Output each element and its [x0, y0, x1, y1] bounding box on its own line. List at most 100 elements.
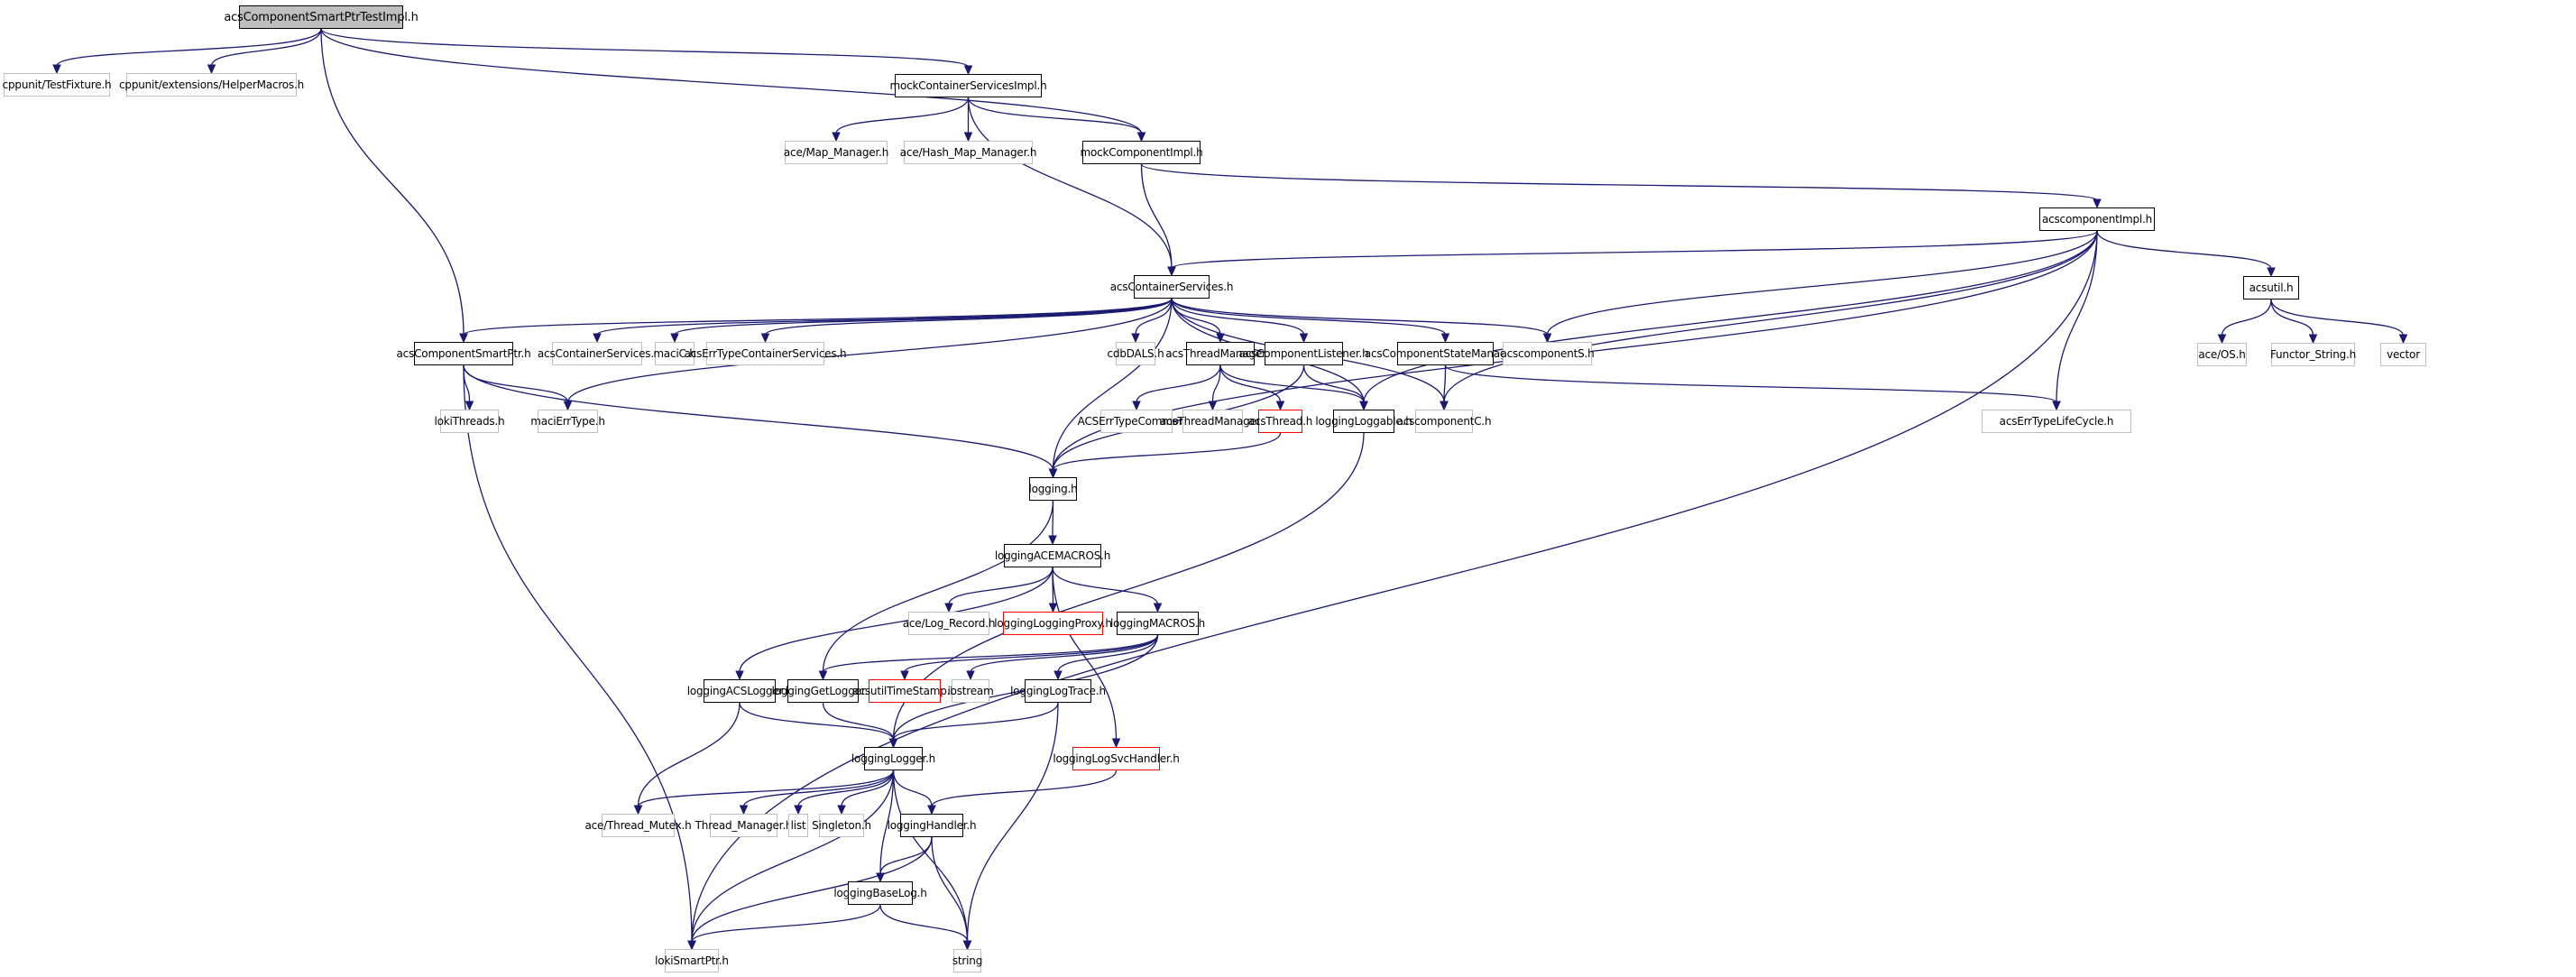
- node-logging-loggable[interactable]: loggingLoggable.h: [1315, 410, 1412, 433]
- node-label: iostream: [947, 685, 994, 697]
- node-acs-err-type-life-cycle[interactable]: acsErrTypeLifeCycle.h: [1982, 410, 2131, 433]
- edge-acsContainerServices-to-acscomponentS: [1171, 298, 1549, 336]
- edge-loggingACEMACROS-to-loggingMACROS: [1052, 567, 1159, 605]
- edge-acsComponentStateManager-to-acscomponentC: [1443, 364, 1447, 403]
- node-logging-log-svc-handler[interactable]: loggingLogSvcHandler.h: [1053, 747, 1180, 770]
- node-string[interactable]: string: [952, 949, 982, 972]
- edge-loggingBaseLog-to-lokiSmartPtr: [691, 904, 881, 943]
- node-logging-handler[interactable]: loggingHandler.h: [888, 814, 977, 837]
- arrowhead-icon: [459, 333, 468, 344]
- edge-loggingMACROS-to-acsutilTimeStamp: [904, 634, 1159, 673]
- node-label: acsThreadManager.h: [1165, 347, 1275, 360]
- edge-mockCSI-to-mockCompImpl: [967, 97, 1143, 134]
- edge-acsComponentStateManager-to-acsErrTypeLifeCycle: [1444, 364, 2057, 403]
- edge-acscomponentImpl-to-acscomponentC: [1443, 230, 2098, 403]
- node-acs-thread-manager-i[interactable]: acsThreadManager.i: [1160, 410, 1265, 433]
- node-acs-component-smart-ptr[interactable]: acsComponentSmartPtr.h: [397, 342, 531, 365]
- edge-loggingHandler-to-lokiSmartPtr: [691, 836, 933, 943]
- edge-loggingACEMACROS-to-loggingACSLogger: [739, 567, 1053, 673]
- node-acscomponent-impl[interactable]: acscomponentImpl.h: [2039, 207, 2155, 231]
- node-hash-map-manager[interactable]: ace/Hash_Map_Manager.h: [900, 141, 1036, 164]
- edge-loggingACSLogger-to-loggingLogger: [739, 702, 895, 741]
- arrowhead-icon: [1299, 333, 1309, 344]
- node-mock-comp-impl[interactable]: mockComponentImpl.h: [1080, 141, 1203, 164]
- arrowhead-icon: [1167, 266, 1176, 277]
- edge-loggingLogger-to-list: [797, 770, 895, 807]
- node-logging-acslogger[interactable]: loggingACSLogger.h: [687, 679, 792, 703]
- node-cdb-dals[interactable]: cdbDALS.h: [1108, 342, 1164, 365]
- arrowhead-icon: [1153, 603, 1163, 613]
- node-root[interactable]: acsComponentSmartPtrTestImpl.h: [224, 5, 419, 29]
- edge-acsutil-to-vector: [2270, 299, 2405, 336]
- node-label: loggingMACROS.h: [1109, 617, 1206, 630]
- node-acs-thread-manager[interactable]: acsThreadManager.h: [1165, 342, 1275, 365]
- node-logging-macros[interactable]: loggingMACROS.h: [1110, 612, 1205, 635]
- edge-loggingLogSvcHandler-to-loggingHandler: [931, 770, 1118, 807]
- node-label: acsComponentListener.h: [1238, 347, 1369, 360]
- node-label: ace/Log_Record.h: [902, 617, 996, 630]
- node-acsutil[interactable]: acsutil.h: [2243, 276, 2299, 300]
- edge-acsThreadManager-to-acsThread: [1219, 364, 1282, 403]
- node-acs-thread[interactable]: acsThread.h: [1248, 410, 1312, 433]
- node-loki-threads[interactable]: lokiThreads.h: [435, 410, 505, 433]
- edge-loggingHandler-to-string: [931, 836, 969, 943]
- arrowhead-icon: [1131, 333, 1140, 344]
- node-acscomponent-s[interactable]: acscomponentS.h: [1500, 342, 1595, 365]
- edge-mockCompImpl-to-acsContainerServices: [1140, 163, 1173, 269]
- node-iostream[interactable]: iostream: [947, 679, 994, 703]
- arrowhead-icon: [888, 738, 898, 749]
- node-list[interactable]: list: [788, 814, 808, 837]
- node-logging-logging-proxy[interactable]: loggingLoggingProxy.h: [994, 612, 1112, 635]
- node-logging-log-trace[interactable]: loggingLogTrace.h: [1010, 679, 1106, 703]
- node-logging-logger[interactable]: loggingLogger.h: [851, 747, 935, 770]
- arrowhead-icon: [1136, 132, 1146, 143]
- node-vector[interactable]: vector: [2380, 343, 2426, 366]
- node-acs-container-services[interactable]: acsContainerServices.h: [1110, 275, 1233, 299]
- arrowhead-icon: [735, 670, 744, 681]
- arrowhead-icon: [2217, 334, 2227, 345]
- node-thread-mutex[interactable]: ace/Thread_Mutex.h: [584, 814, 692, 837]
- node-helper-macros[interactable]: cppunit/extensions/HelperMacros.h: [119, 73, 304, 97]
- node-logging[interactable]: logging.h: [1028, 477, 1078, 501]
- node-acsutil-time-stamp[interactable]: acsutilTimeStamp.h: [852, 679, 957, 703]
- node-maci-c[interactable]: maciC.h: [653, 342, 696, 365]
- node-functor-string[interactable]: Functor_String.h: [2270, 343, 2356, 366]
- arrowhead-icon: [1111, 738, 1121, 749]
- node-logging-base-log[interactable]: loggingBaseLog.h: [833, 881, 927, 905]
- node-maci-err-type[interactable]: maciErrType.h: [530, 410, 605, 433]
- node-label: loggingGetLogger.h: [771, 685, 875, 697]
- node-logging-get-logger[interactable]: loggingGetLogger.h: [772, 679, 875, 703]
- node-acs-err-type-cs[interactable]: acsErrTypeContainerServices.h: [685, 342, 847, 365]
- node-acs-container-services-i[interactable]: acsContainerServices.i: [538, 342, 657, 365]
- arrowhead-icon: [1048, 468, 1058, 479]
- node-label: cdbDALS.h: [1107, 347, 1164, 360]
- node-label: loggingACSLogger.h: [686, 685, 793, 697]
- edge-root-to-TestFixture: [56, 28, 322, 67]
- node-log-record[interactable]: ace/Log_Record.h: [903, 612, 995, 635]
- arrowhead-icon: [207, 64, 216, 75]
- edge-acsContainerServices-to-acsComponentStateManager: [1171, 298, 1447, 336]
- node-mock-csi[interactable]: mockContainerServicesImpl.h: [889, 74, 1047, 97]
- node-singleton[interactable]: Singleton.h: [812, 814, 871, 837]
- edge-acscomponentImpl-to-loggingLoggable: [1363, 230, 2098, 403]
- edge-loggingLogger-to-lokiSmartPtr: [691, 770, 895, 943]
- node-logging-acemacros[interactable]: loggingACEMACROS.h: [995, 544, 1110, 567]
- arrowhead-icon: [760, 333, 770, 344]
- node-loki-smart-ptr[interactable]: lokiSmartPtr.h: [655, 949, 729, 972]
- node-ace-os[interactable]: ace/OS.h: [2197, 343, 2247, 366]
- edge-acscomponentImpl-to-lokiSmartPtr: [691, 230, 2098, 943]
- node-acs-component-listener[interactable]: acsComponentListener.h: [1238, 342, 1369, 365]
- arrowhead-icon: [963, 132, 973, 143]
- node-label: ace/OS.h: [2198, 348, 2246, 361]
- node-map-manager[interactable]: ace/Map_Manager.h: [784, 141, 888, 164]
- node-thread-manager[interactable]: Thread_Manager.h: [695, 814, 793, 837]
- node-test-fixture[interactable]: cppunit/TestFixture.h: [3, 73, 112, 97]
- node-label: acsutil.h: [2249, 281, 2294, 294]
- arrowhead-icon: [962, 940, 972, 951]
- node-acscomponent-c[interactable]: acscomponentC.h: [1397, 410, 1492, 433]
- node-acserr-type-common[interactable]: ACSErrTypeCommon.h: [1078, 410, 1196, 433]
- edge-acsContainerServices-to-acsErrTypeCS: [764, 298, 1173, 336]
- node-acs-component-state-manager[interactable]: acsComponentStateManager.h: [1365, 342, 1526, 365]
- node-label: Thread_Manager.h: [695, 819, 793, 832]
